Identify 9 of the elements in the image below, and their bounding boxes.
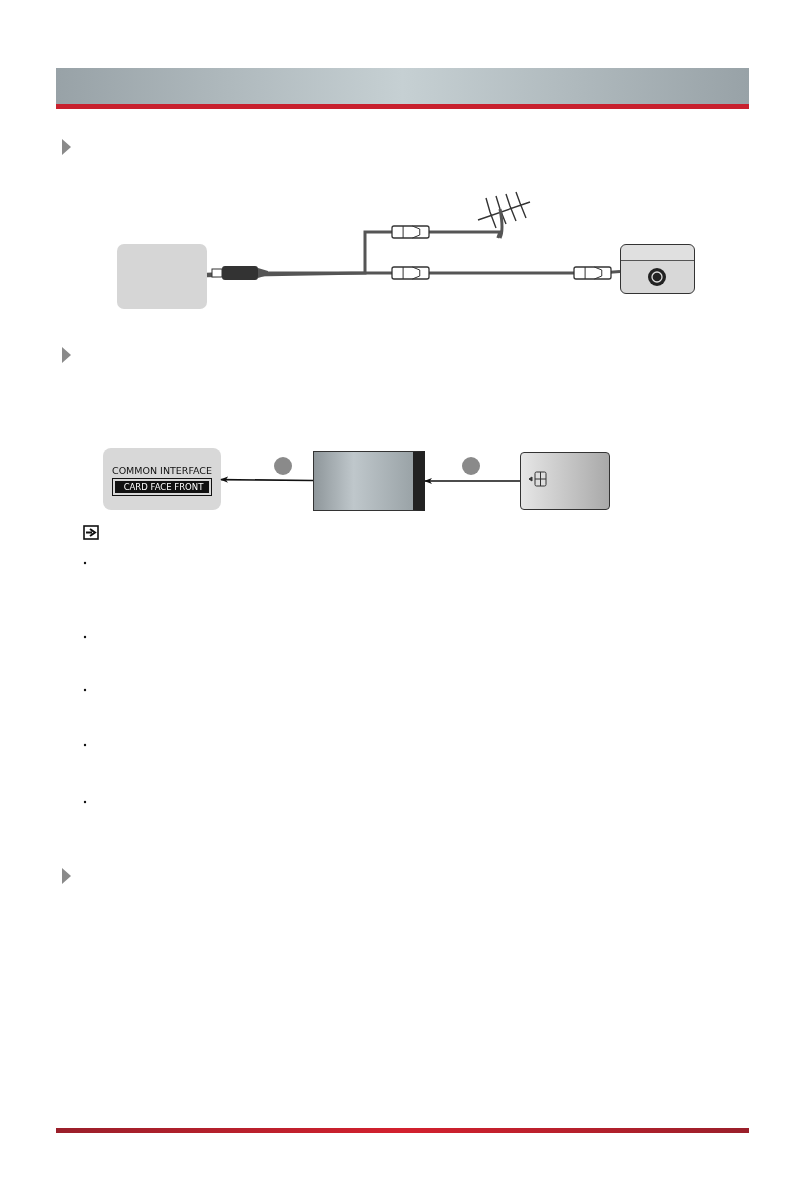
insert-arrow [424,477,521,485]
slot-caption: COMMON INTERFACE [112,465,212,476]
wall-antenna-socket [620,244,695,294]
tv-back-panel [117,244,207,309]
ci-module [313,451,425,511]
card-face-label: CARD FACE FRONT [114,481,210,493]
smart-card [520,452,610,510]
ci-slot-label [103,448,221,510]
insert-arrow [220,476,314,483]
